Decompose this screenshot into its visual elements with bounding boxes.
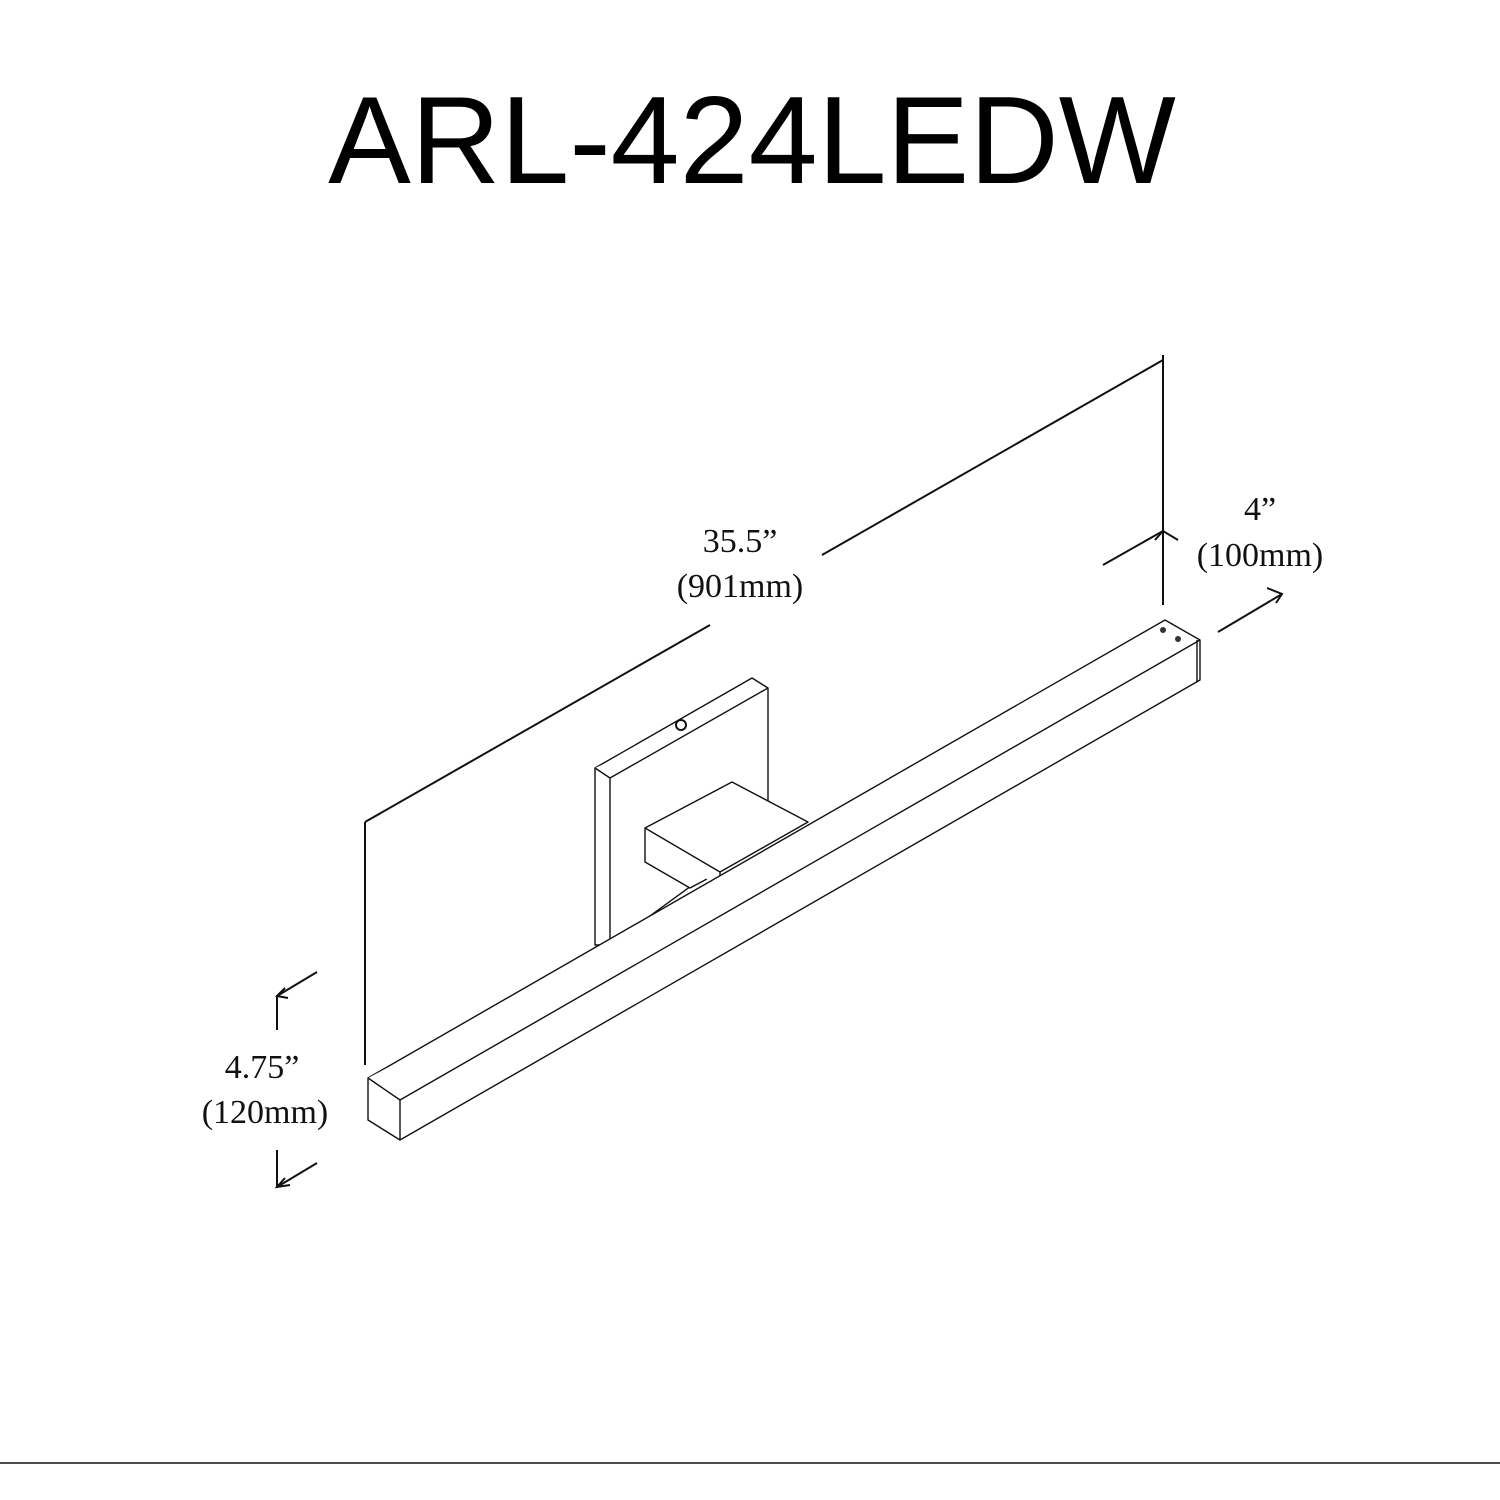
screw-icon [675, 719, 687, 731]
depth-dimension: 4” (100mm) [1102, 491, 1324, 633]
height-dimension: 4.75” (120mm) [202, 971, 329, 1189]
screw-icon [1160, 627, 1166, 633]
depth-mm: (100mm) [1197, 537, 1324, 574]
width-mm: (901mm) [677, 568, 804, 605]
depth-inches: 4” [1244, 491, 1276, 528]
led-bar [367, 619, 1201, 1141]
width-inches: 35.5” [703, 523, 778, 560]
width-dimension: 35.5” (901mm) [364, 355, 1164, 1065]
screw-icon [1175, 636, 1181, 642]
model-title: ARL-424LEDW [328, 72, 1176, 210]
height-inches: 4.75” [225, 1049, 300, 1086]
height-mm: (120mm) [202, 1094, 329, 1131]
